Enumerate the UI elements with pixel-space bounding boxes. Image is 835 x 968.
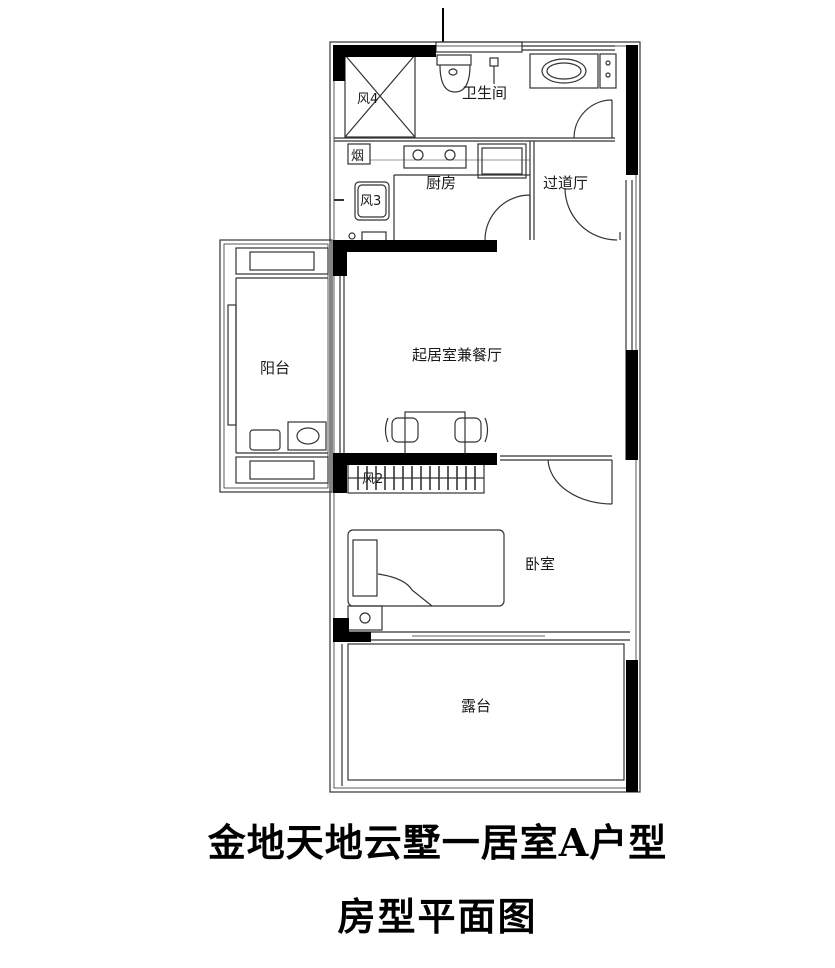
shaft-label-vent-3: 风3 — [360, 194, 381, 209]
room-label-bedroom: 卧室 — [525, 555, 555, 573]
room-label-terrace: 露台 — [461, 697, 491, 715]
shaft-label-vent-2: 风2 — [362, 472, 383, 487]
floor-plan: 卫生间 厨房 过道厅 起居室兼餐厅 阳台 卧室 露台 风4 风3 风2 烟 — [219, 8, 641, 793]
walls — [333, 45, 638, 792]
room-label-corridor: 过道厅 — [543, 174, 588, 192]
room-label-balcony: 阳台 — [260, 359, 290, 377]
shaft-label-flue: 烟 — [351, 149, 364, 164]
room-label-living-dining: 起居室兼餐厅 — [412, 346, 502, 364]
room-label-bathroom: 卫生间 — [462, 84, 507, 102]
plan-subtitle: 房型平面图 — [337, 894, 538, 939]
shaft-label-vent-4: 风4 — [357, 92, 378, 107]
room-label-kitchen: 厨房 — [426, 174, 456, 192]
plan-title: 金地天地云墅一居室A户型 — [207, 820, 668, 865]
